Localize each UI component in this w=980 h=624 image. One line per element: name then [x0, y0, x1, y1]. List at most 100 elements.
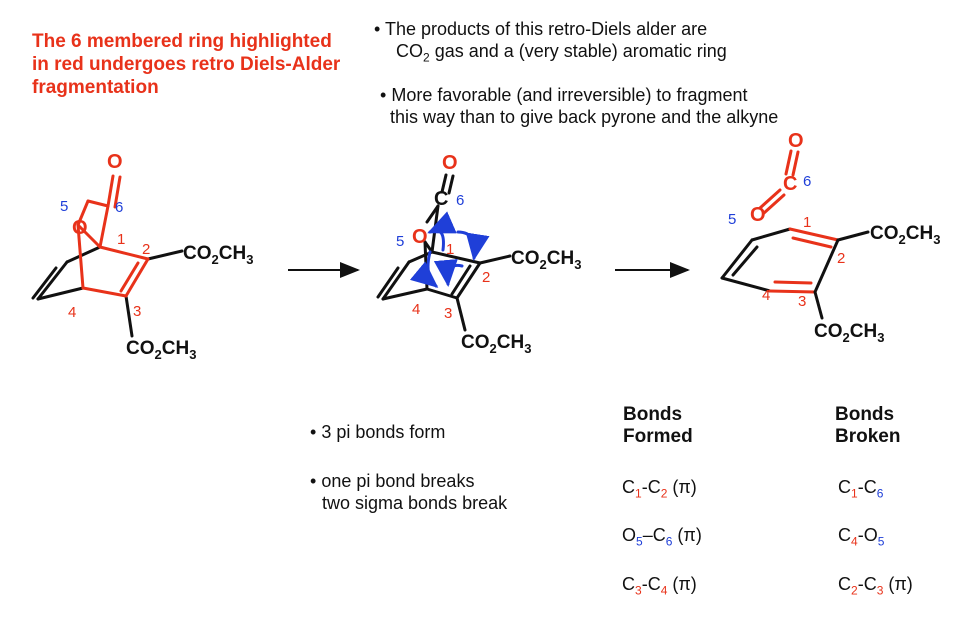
bond-sep: -	[641, 574, 648, 594]
bond-sep: -	[641, 477, 648, 497]
co2-oxygen-label: O	[788, 130, 804, 152]
atom-number-3: 3	[444, 305, 452, 322]
ring-oxygen-label: O	[412, 226, 428, 248]
atom-number-2: 2	[482, 269, 490, 286]
atom: C	[863, 574, 877, 594]
atom: C	[622, 477, 635, 497]
transition-structure: C O O 1 2 3 4 5 6 CO2CH3 CO2CH3	[376, 152, 581, 356]
atom-number-6: 6	[115, 199, 123, 216]
atom: C	[838, 574, 851, 594]
note-bonds-break-line2: two sigma bonds break	[322, 493, 508, 513]
curved-arrow-icon	[456, 230, 490, 261]
atom-number-5: 5	[60, 198, 68, 215]
broken-bond-row: C1-C6	[838, 477, 883, 501]
bullet-mark: •	[380, 85, 387, 105]
co2-oxygen-label: O	[750, 204, 766, 226]
note-bonds-break: • one pi bond breaks two sigma bonds bre…	[310, 470, 507, 514]
note-favorable: • More favorable (and irreversible) to f…	[380, 84, 778, 128]
note-favorable-line2: this way than to give back pyrone and th…	[390, 107, 779, 127]
header-broken-line2: Broken	[835, 426, 901, 447]
atom-number-4: 4	[68, 304, 76, 321]
ring-oxygen-label: O	[72, 217, 88, 239]
note-bonds-break-line1: one pi bond breaks	[321, 471, 475, 491]
bond-type: (π)	[667, 477, 697, 497]
header-bonds-formed: Bonds Formed	[623, 404, 693, 448]
curved-arrow-icon	[433, 259, 464, 287]
products: O C O 1 2 3 4 5 6 CO2CH3 CO2CH3	[720, 130, 940, 345]
atom-number-4: 4	[412, 301, 420, 318]
ester-label: CO2CH3	[814, 321, 884, 345]
note-products: • The products of this retro-Diels alder…	[374, 18, 727, 69]
note-products-line1: The products of this retro-Diels alder a…	[385, 19, 708, 39]
atom-number: 3	[635, 583, 642, 598]
atom: C	[838, 525, 851, 545]
curved-arrow-icon	[409, 250, 439, 288]
atom-number: 6	[876, 486, 884, 501]
atom-number-1: 1	[117, 231, 125, 248]
atom-number-5: 5	[728, 211, 736, 228]
atom: C	[622, 574, 635, 594]
formed-bond-row: C3-C4 (π)	[622, 574, 697, 598]
atom-number: 1	[851, 486, 858, 501]
bullet-mark: •	[374, 19, 381, 39]
atom: O	[863, 525, 878, 545]
bullet-mark: •	[310, 471, 317, 491]
atom: C	[647, 477, 661, 497]
co2-carbon-label: C	[783, 173, 797, 195]
ester-label: CO2CH3	[511, 248, 581, 272]
ester-label: CO2CH3	[870, 223, 940, 247]
note-pi-form: • 3 pi bonds form	[310, 421, 445, 443]
note-products-sub: 2	[423, 50, 430, 65]
atom-number: 3	[876, 583, 884, 598]
carbonyl-oxygen-label: O	[442, 152, 458, 174]
carbonyl-carbon-label: C	[434, 188, 448, 210]
atom-number: 5	[877, 534, 885, 549]
bond-type: (π)	[667, 574, 697, 594]
atom: O	[622, 525, 637, 545]
formed-bond-row: C1-C2 (π)	[622, 477, 697, 501]
note-favorable-line1: More favorable (and irreversible) to fra…	[391, 85, 748, 105]
bullet-mark: •	[310, 422, 317, 442]
atom: C	[647, 574, 661, 594]
ester-label: CO2CH3	[183, 243, 253, 267]
curved-arrow-icon	[427, 211, 457, 252]
ester-label: CO2CH3	[461, 332, 531, 356]
atom-number-2: 2	[837, 250, 845, 267]
atom-number: 1	[635, 486, 642, 501]
atom-number-3: 3	[133, 303, 141, 320]
header-formed-line2: Formed	[623, 426, 693, 447]
atom-number-2: 2	[142, 241, 150, 258]
carbonyl-oxygen-label: O	[107, 151, 123, 173]
atom: C	[652, 525, 666, 545]
atom-number: 4	[660, 583, 668, 598]
header-bonds-broken: Bonds Broken	[835, 404, 900, 448]
formed-bond-row: O5–C6 (π)	[622, 525, 702, 549]
atom-number: 2	[851, 583, 858, 598]
bond-type: (π)	[672, 525, 702, 545]
atom-number: 2	[660, 486, 668, 501]
bicyclic-lactone: O O 1 2 3 4 5 6 CO2CH3 CO2CH3	[31, 151, 253, 362]
header-formed-line1: Bonds	[623, 404, 683, 425]
broken-bond-row: C4-O5	[838, 525, 884, 549]
bond-type: (π)	[883, 574, 913, 594]
atom-number: 5	[636, 534, 643, 549]
diagram-title: The 6 membered ring highlighted in red u…	[32, 31, 341, 98]
bond-sep: -	[857, 525, 864, 545]
header-broken-line1: Bonds	[835, 404, 895, 425]
bond-sep: –	[642, 525, 653, 545]
atom-number-5: 5	[396, 233, 404, 250]
note-products-co: CO	[396, 41, 423, 61]
ester-label: CO2CH3	[126, 338, 196, 362]
note-products-line2: gas and a (very stable) aromatic ring	[429, 41, 727, 61]
atom-number-6: 6	[456, 192, 464, 209]
atom-number: 6	[665, 534, 673, 549]
atom: C	[863, 477, 877, 497]
atom-number-4: 4	[762, 287, 770, 304]
note-pi-form-line1: 3 pi bonds form	[321, 422, 446, 442]
atom-number-1: 1	[803, 214, 811, 231]
bond-sep: -	[857, 477, 864, 497]
atom-number-3: 3	[798, 293, 806, 310]
atom-number: 4	[851, 534, 858, 549]
atom: C	[838, 477, 851, 497]
